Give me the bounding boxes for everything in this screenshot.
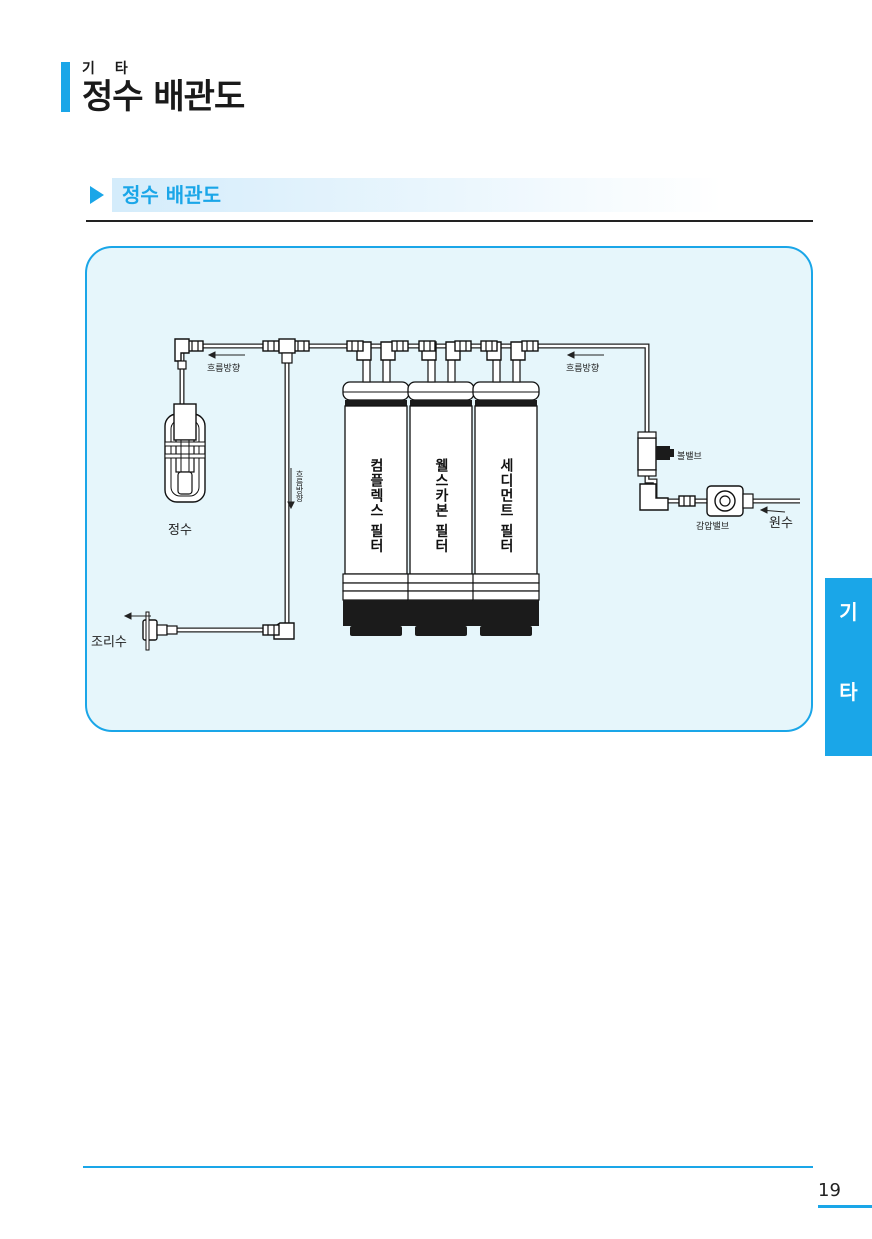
section-header-band [112, 178, 722, 212]
section-divider [86, 220, 813, 222]
faucet-label: 정수 [168, 523, 192, 538]
raw-water-label: 원수 [769, 516, 793, 531]
flow-direction-label-right: 흐름방향 [566, 364, 600, 374]
section-title: 정수 배관도 [122, 183, 221, 207]
flow-direction-label-vertical: 흐름방향 [295, 470, 304, 502]
side-tab-char-1: 기 [839, 600, 858, 624]
pressure-valve-label: 감압밸브 [696, 522, 730, 532]
footer-divider [83, 1166, 813, 1168]
flow-direction-label-left: 흐름방향 [207, 364, 241, 374]
category-char-1: 기 [82, 61, 97, 77]
filter-label-complex: 컴플렉스 필터 [368, 458, 384, 554]
plumbing-diagram: 흐름방향 흐름방향 흐름방향 정수 조리수 볼밸브 감압밸브 원수 컴플렉스 필… [85, 246, 813, 732]
chapter-side-tab[interactable]: 기 타 [825, 578, 872, 756]
page-number-underline [818, 1205, 872, 1208]
page-number: 19 [818, 1180, 841, 1201]
section-arrow-icon [90, 186, 104, 204]
filter-label-carbon: 웰스카본 필터 [433, 458, 449, 554]
plumbing-diagram-graphic [85, 246, 813, 732]
side-tab-char-2: 타 [839, 680, 858, 704]
page-title: 정수 배관도 [82, 77, 245, 117]
title-accent-bar [61, 62, 70, 112]
ball-valve-label: 볼밸브 [677, 452, 702, 462]
category-char-2: 타 [114, 61, 130, 77]
filter-label-sediment: 세디먼트 필터 [498, 458, 514, 554]
cook-water-label: 조리수 [91, 635, 127, 650]
